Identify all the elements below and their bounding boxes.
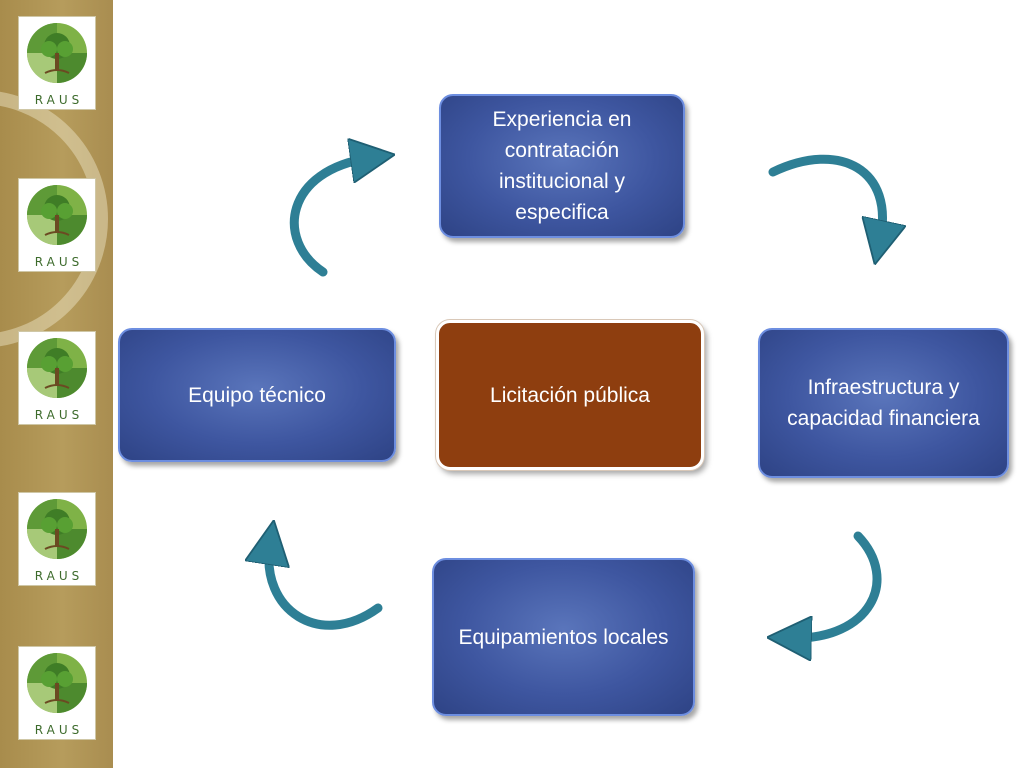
node-center: Licitación pública xyxy=(436,320,704,470)
raus-logo: RAUS xyxy=(18,16,96,110)
node-left-label: Equipo técnico xyxy=(188,383,326,407)
raus-logo: RAUS xyxy=(18,178,96,272)
logo-text: RAUS xyxy=(34,255,84,269)
cycle-arrow-top-left xyxy=(289,158,370,277)
node-center-label: Licitación pública xyxy=(490,383,650,407)
cycle-arrow-bottom-left xyxy=(269,545,383,630)
cycle-arrow-bottom-right xyxy=(792,531,882,638)
node-right: Infraestructura y capacidad financiera xyxy=(758,328,1009,478)
node-top: Experiencia en contratación instituciona… xyxy=(439,94,685,238)
tree-puzzle-icon xyxy=(27,653,87,713)
node-bottom: Equipamientos locales xyxy=(432,558,695,716)
node-right-label: Infraestructura y capacidad financiera xyxy=(787,376,980,430)
tree-puzzle-icon xyxy=(27,499,87,559)
tree-puzzle-icon xyxy=(27,185,87,245)
raus-logo: RAUS xyxy=(18,492,96,586)
cycle-arrow-top-right xyxy=(768,154,882,240)
node-left: Equipo técnico xyxy=(118,328,396,462)
raus-logo: RAUS xyxy=(18,646,96,740)
logo-text: RAUS xyxy=(34,723,84,737)
tree-puzzle-icon xyxy=(27,338,87,398)
node-bottom-label: Equipamientos locales xyxy=(458,625,669,649)
sidebar: RAUS RAUS RAUS xyxy=(0,0,113,768)
logo-text: RAUS xyxy=(34,408,84,422)
raus-logo: RAUS xyxy=(18,331,96,425)
logo-text: RAUS xyxy=(34,569,84,583)
node-top-label: Experiencia en contratación instituciona… xyxy=(492,108,632,224)
logo-text: RAUS xyxy=(34,93,84,107)
tree-puzzle-icon xyxy=(27,23,87,83)
